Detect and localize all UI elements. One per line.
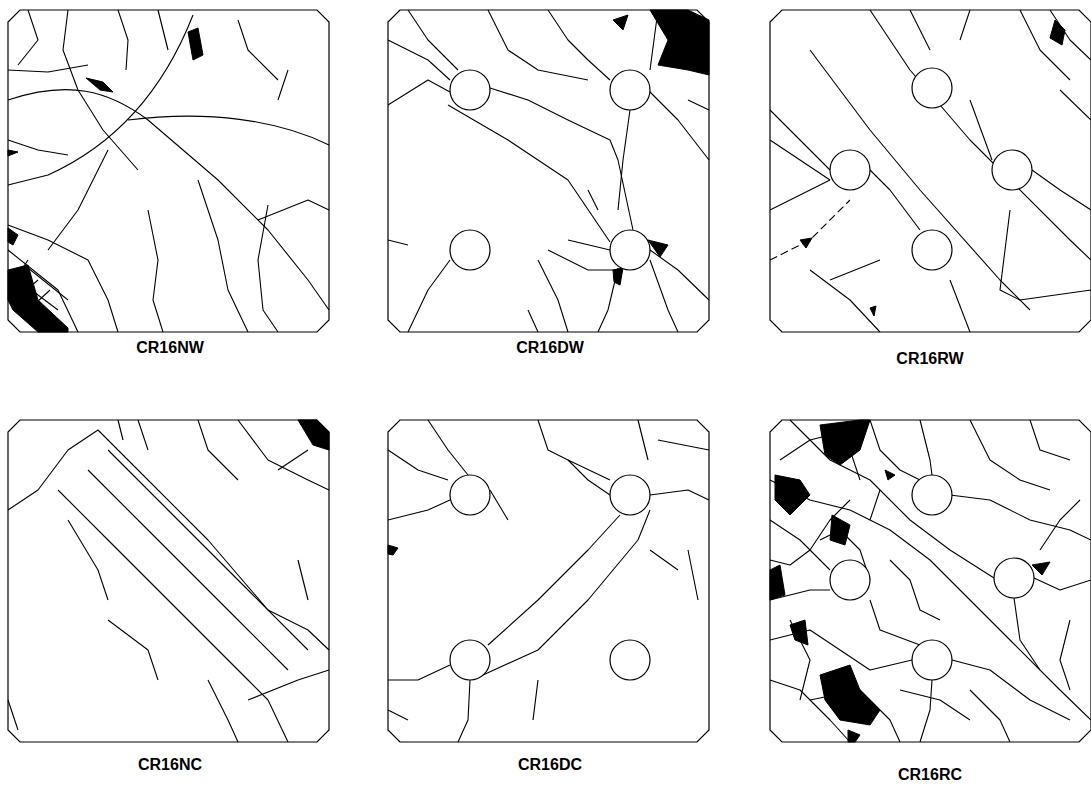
- slab-nc: [8, 420, 329, 742]
- specimen-label: CR16NC: [138, 755, 202, 775]
- specimen-label: CR16RW: [896, 349, 963, 369]
- slab-dw: [388, 10, 709, 332]
- specimen-label: CR16DC: [518, 755, 582, 775]
- specimen-label: CR16DW: [516, 338, 584, 358]
- slab-rc: [770, 420, 1091, 742]
- specimen-label: CR16NW: [136, 338, 204, 358]
- slab-dc: [388, 420, 709, 742]
- specimen-label: CR16RC: [898, 765, 962, 785]
- slab-nw: [8, 10, 329, 332]
- slab-rw: [770, 10, 1091, 332]
